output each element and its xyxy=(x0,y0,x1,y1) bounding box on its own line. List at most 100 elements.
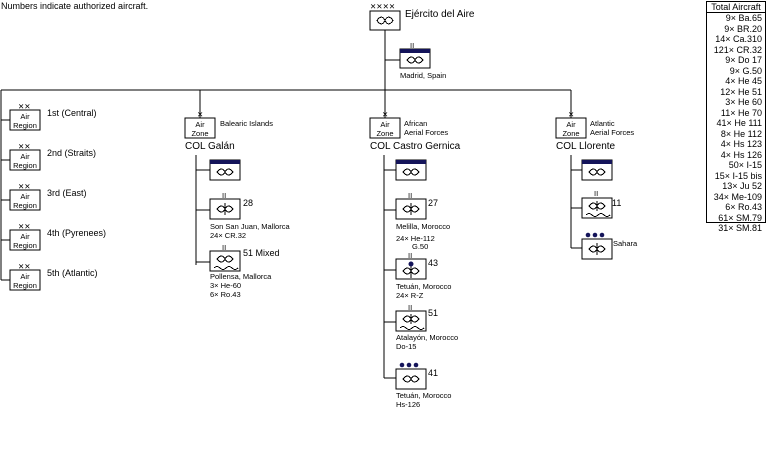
region-label: 4th (Pyrenees) xyxy=(47,228,106,238)
zone-symbol xyxy=(555,117,587,139)
unit-location: Son San Juan, Mallorca xyxy=(210,222,290,231)
aviation-icon xyxy=(216,168,234,176)
unit-location: Melilla, Morocco xyxy=(396,222,450,231)
unit-aircraft: 24× He-112 xyxy=(396,234,435,243)
unit-card: II 51 Mixed Pollensa, Mallorca 3× He-60 … xyxy=(209,243,280,299)
zone-commander: COL Llorente xyxy=(556,141,616,152)
region-echelon-mark: ✕✕ xyxy=(18,222,31,231)
total-row: 9× BR.20 xyxy=(724,23,762,34)
zone-name-line2: Aerial Forces xyxy=(590,128,634,137)
unit-aircraft: 6× Ro.43 xyxy=(210,290,241,299)
hq-support-unit: II Madrid, Spain xyxy=(399,41,446,80)
hq-name: Ejército del Aire xyxy=(405,9,475,20)
total-row: 8× He 112 xyxy=(720,128,762,139)
region-symbol xyxy=(9,149,41,171)
air-region-3: ✕✕ Air Region 3rd (East) xyxy=(1,182,87,211)
total-row: 9× Ba.65 xyxy=(725,13,762,23)
total-row: 4× He 45 xyxy=(725,76,762,86)
total-row: 9× G.50 xyxy=(729,65,762,76)
svg-text:Air: Air xyxy=(195,120,205,129)
air-region-2: ✕✕ Air Region 2nd (Straits) xyxy=(1,142,96,171)
total-row: 50× I-15 xyxy=(728,160,762,170)
echelon-dot-icon xyxy=(592,232,598,238)
unit-location: Atalayón, Morocco xyxy=(396,333,458,342)
unit-location: Tetuán, Morocco xyxy=(396,282,451,291)
unit-location: Sahara xyxy=(613,239,638,248)
fighter-icon xyxy=(588,245,606,253)
region-echelon-mark: ✕✕ xyxy=(18,102,31,111)
total-row: 4× Hs 126 xyxy=(720,149,762,160)
total-row: 34× Me-109 xyxy=(713,191,762,202)
seaplane-icon xyxy=(402,315,420,323)
aviation-icon xyxy=(402,375,420,383)
region-symbol xyxy=(9,229,41,251)
hq-unit: ✕✕✕✕ Ejército del Aire xyxy=(369,2,475,31)
unit-location: Pollensa, Mallorca xyxy=(210,272,272,281)
total-row: 3× He 60 xyxy=(725,97,762,107)
zone-african: ✕ Air Zone African Aerial Forces COL Cas… xyxy=(369,90,461,409)
total-row: 12× He 51 xyxy=(720,86,762,97)
air-region-1: ✕✕ Air Region 1st (Central) xyxy=(1,102,97,131)
seaplane-icon xyxy=(588,202,606,210)
aviation-icon xyxy=(376,16,394,25)
svg-text:Zone: Zone xyxy=(562,129,579,138)
zone-name: Balearic Islands xyxy=(220,119,273,128)
echelon-dot-icon xyxy=(599,232,605,238)
region-label: 3rd (East) xyxy=(47,188,87,198)
unit-number: 28 xyxy=(243,198,253,208)
aviation-icon xyxy=(588,168,606,176)
support-location: Madrid, Spain xyxy=(400,71,446,80)
svg-text:Air: Air xyxy=(20,112,30,121)
total-row: 14× Ca.310 xyxy=(715,34,762,44)
unit-card: II 28 Son San Juan, Mallorca 24× CR.32 xyxy=(209,191,290,240)
unit-card: II 11 xyxy=(581,189,621,219)
unit-number: 43 xyxy=(428,258,438,268)
zone-atlantic: ✕ Air Zone Atlantic Aerial Forces COL Ll… xyxy=(555,90,638,260)
unit-aircraft: 24× R-Z xyxy=(396,291,424,300)
svg-text:Air: Air xyxy=(566,120,576,129)
svg-text:Air: Air xyxy=(20,192,30,201)
total-row: 41× He 111 xyxy=(716,118,762,128)
svg-text:Region: Region xyxy=(13,241,37,250)
echelon-dot-icon xyxy=(413,362,419,368)
svg-text:Region: Region xyxy=(13,201,37,210)
total-row: 15× I-15 bis xyxy=(714,170,762,181)
unit-number: 11 xyxy=(612,198,621,208)
total-row: 121× CR.32 xyxy=(713,44,762,55)
svg-text:Zone: Zone xyxy=(191,129,208,138)
region-echelon-mark: ✕✕ xyxy=(18,262,31,271)
region-symbol xyxy=(9,109,41,131)
total-row: 6× Ro.43 xyxy=(725,202,762,212)
total-row: 61× SM.79 xyxy=(718,212,762,223)
hq-echelon-mark: ✕✕✕✕ xyxy=(370,2,395,11)
total-row: 31× SM.81 xyxy=(718,223,762,233)
region-symbol xyxy=(9,189,41,211)
echelon-dot-icon xyxy=(399,362,405,368)
echelon-dot-icon xyxy=(406,362,412,368)
zone-echelon-mark: ✕ xyxy=(568,110,574,119)
total-row: 4× Hs 123 xyxy=(720,139,762,149)
svg-text:Air: Air xyxy=(380,120,390,129)
region-echelon-mark: ✕✕ xyxy=(18,182,31,191)
unit-aircraft: Do-15 xyxy=(396,342,416,351)
svg-text:Air: Air xyxy=(20,232,30,241)
aviation-icon xyxy=(402,168,420,176)
svg-text:Air: Air xyxy=(20,272,30,281)
unit-echelon-mark: II xyxy=(222,243,226,252)
water-icon xyxy=(399,326,425,330)
unit-symbol xyxy=(209,250,241,272)
unit-card: II 43 Tetuán, Morocco 24× R-Z xyxy=(395,251,451,300)
unit-number: 41 xyxy=(428,368,438,378)
svg-text:Region: Region xyxy=(13,121,37,130)
total-aircraft-table: Total Aircraft 9× Ba.65 9× BR.20 14× Ca.… xyxy=(706,1,766,233)
zone-symbol xyxy=(369,117,401,139)
region-label: 1st (Central) xyxy=(47,108,97,118)
unit-number: 51 Mixed xyxy=(243,248,280,258)
zone-echelon-mark: ✕ xyxy=(197,110,203,119)
unit-location: Tetuán, Morocco xyxy=(396,391,451,400)
unit-aircraft: 3× He-60 xyxy=(210,281,241,290)
recon-icon xyxy=(402,267,420,275)
unit-card: Sahara xyxy=(581,232,638,260)
zone-name: Atlantic xyxy=(590,119,615,128)
